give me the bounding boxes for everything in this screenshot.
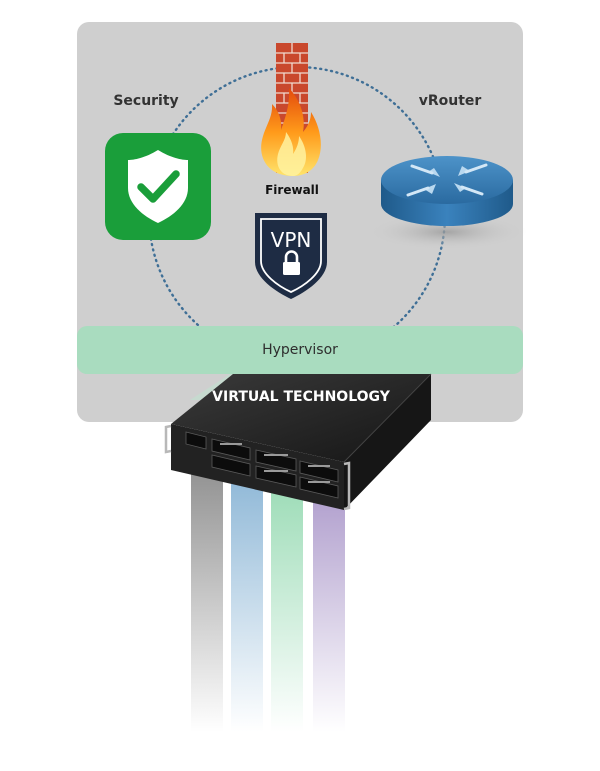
vpn-label: VPN bbox=[271, 228, 312, 252]
hypervisor-label: Hypervisor bbox=[262, 342, 338, 358]
hypervisor-band bbox=[77, 326, 523, 374]
server-appliance-image bbox=[164, 373, 432, 511]
router-icon bbox=[367, 156, 527, 250]
beam-blue bbox=[231, 468, 263, 732]
virtual-technology-label: VIRTUAL TECHNOLOGY bbox=[212, 389, 391, 405]
firewall-flame-icon bbox=[261, 43, 321, 176]
security-label: Security bbox=[113, 93, 178, 109]
firewall-label: Firewall bbox=[265, 183, 319, 197]
beam-green bbox=[271, 478, 303, 732]
vrouter-label: vRouter bbox=[419, 93, 482, 109]
beam-purple bbox=[313, 500, 345, 732]
vpn-lock-shield-icon bbox=[255, 213, 327, 299]
shield-check-icon bbox=[105, 133, 211, 240]
beam-gray bbox=[191, 462, 223, 732]
